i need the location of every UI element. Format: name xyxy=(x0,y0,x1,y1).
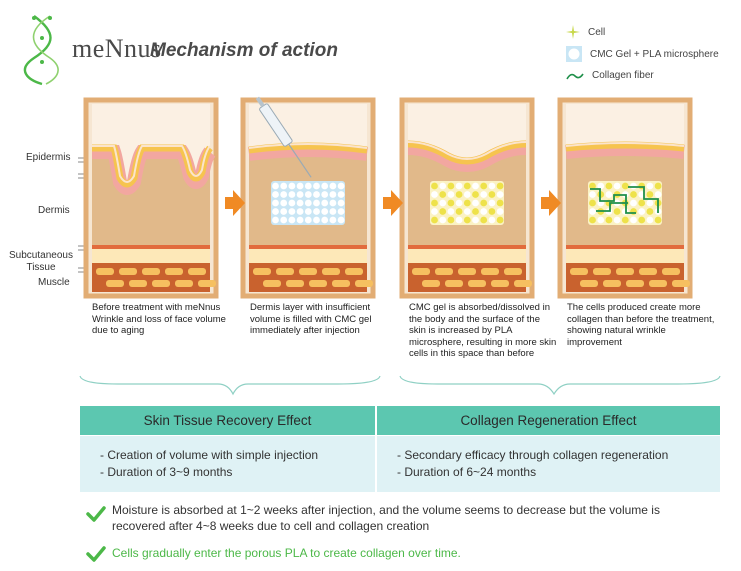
legend-item-collagen: Collagen fiber xyxy=(566,70,654,81)
legend-label: Collagen fiber xyxy=(592,70,654,81)
cell-icon xyxy=(566,25,580,39)
skin-panel-1 xyxy=(83,97,219,299)
effect-line: - Duration of 6~24 months xyxy=(397,465,537,479)
note-cells: Cells gradually enter the porous PLA to … xyxy=(112,546,461,560)
panel-caption-4: The cells produced create more collagen … xyxy=(567,302,715,348)
note-moisture: Moisture is absorbed at 1~2 weeks after … xyxy=(112,503,660,533)
step-arrow-icon xyxy=(383,190,403,216)
collagen-fiber-icon xyxy=(566,73,584,79)
page-title: Mechanism of action xyxy=(150,40,338,61)
skin-panel-4 xyxy=(557,97,693,299)
step-arrow-icon xyxy=(225,190,245,216)
layer-label-epidermis: Epidermis xyxy=(26,152,71,163)
microsphere-icon xyxy=(566,46,582,62)
skin-diagrams xyxy=(83,96,693,299)
effect-line: - Duration of 3~9 months xyxy=(100,465,233,479)
check-icon xyxy=(86,506,106,522)
check-icon xyxy=(86,546,106,562)
effect-line: - Secondary efficacy through collagen re… xyxy=(397,448,669,462)
effect-title-skin: Skin Tissue Recovery Effect xyxy=(80,406,375,435)
layer-label-muscle: Muscle xyxy=(38,277,70,288)
effect-title-collagen: Collagen Regeneration Effect xyxy=(377,406,720,435)
skin-panel-2 xyxy=(240,96,376,299)
step-arrow-icon xyxy=(541,190,561,216)
effect-details-collagen: - Secondary efficacy through collagen re… xyxy=(377,436,720,492)
layer-label-dermis: Dermis xyxy=(38,205,70,216)
legend-item-microsphere: CMC Gel + PLA microsphere xyxy=(566,46,719,62)
panel-caption-1: Before treatment with meNnus Wrinkle and… xyxy=(92,302,226,336)
brand-name: meNnus xyxy=(72,34,162,63)
layer-label-subcutaneous: Subcutaneous Tissue xyxy=(9,250,73,273)
dna-logo-icon xyxy=(23,15,59,86)
legend-label: Cell xyxy=(588,26,606,38)
panel-caption-3: CMC gel is absorbed/dissolved in the bod… xyxy=(409,302,557,359)
skin-panel-3 xyxy=(399,97,535,299)
effects-table: Skin Tissue Recovery Effect Collagen Reg… xyxy=(80,406,720,492)
panel-caption-2: Dermis layer with insufficient volume is… xyxy=(250,302,372,336)
effect-line: - Creation of volume with simple injecti… xyxy=(100,448,319,462)
grouping-braces xyxy=(79,375,721,396)
effect-details-skin: - Creation of volume with simple injecti… xyxy=(80,436,375,492)
legend-label: CMC Gel + PLA microsphere xyxy=(590,48,719,60)
legend-item-cell: Cell xyxy=(566,25,605,39)
